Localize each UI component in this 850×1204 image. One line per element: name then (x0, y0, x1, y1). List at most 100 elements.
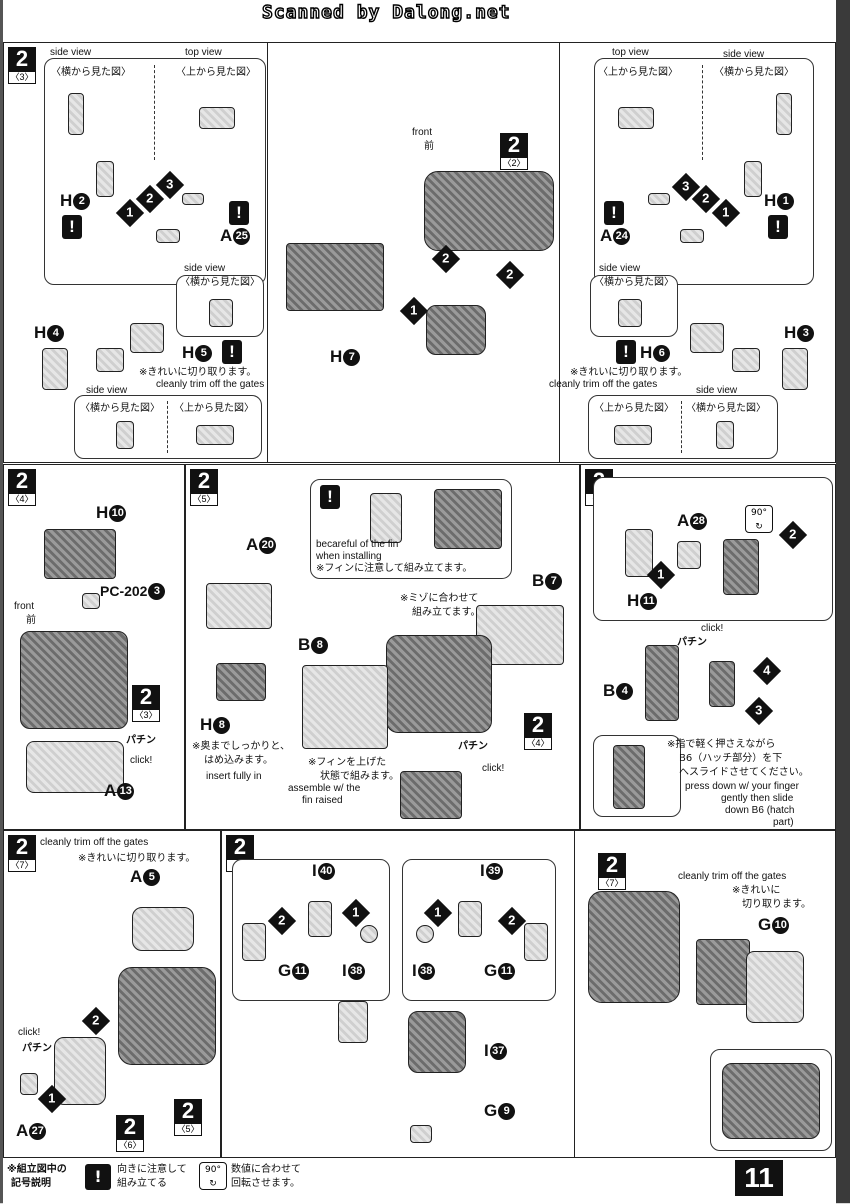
part-hatch-assembly (723, 539, 759, 595)
panel-step-2-6: 2〈6〉 A28 1 H11 90°↻ 2 click! パチン B4 4 3 … (580, 464, 836, 830)
part-h11 (625, 529, 653, 577)
part-arm-left (338, 1001, 368, 1043)
part-a27 (20, 1073, 38, 1095)
legend-title-2: 記号説明 (11, 1178, 51, 1189)
part-i38-b (416, 925, 434, 943)
order-4: 4 (752, 656, 782, 686)
part-h3 (782, 348, 808, 390)
insert-note-jp-2: はめ込みます。 (204, 755, 273, 766)
part-h1 (744, 161, 762, 197)
part-h5-frame (130, 323, 164, 353)
front-label-jp: 前 (26, 615, 36, 626)
snap-sound: パチン (458, 741, 488, 752)
part-core-fin (434, 489, 502, 549)
caution-icon: ! (229, 201, 249, 225)
top-view-label-jp: 〈上から見た図〉 (594, 403, 674, 414)
snap-sound: パチン (22, 1043, 52, 1054)
part-body-core (20, 631, 128, 729)
callout-divider (681, 401, 682, 453)
part-h5-inner (96, 348, 124, 372)
caution-icon: ! (604, 201, 624, 225)
fin-note-en-1: becareful of the fin (316, 539, 399, 550)
press-note-en-3: down B6 (hatch (725, 805, 795, 816)
part-a27-plate (54, 1037, 106, 1105)
part-i38 (360, 925, 378, 943)
caution-icon: ! (222, 340, 242, 364)
legend-rotate-2: 回転させます。 (231, 1178, 300, 1189)
callout-divider (154, 65, 155, 160)
press-note-jp-3: へスライドさせてください。 (679, 767, 809, 778)
fin-note-jp: ※フィンに注意して組み立てます。 (316, 563, 473, 574)
legend-rotate-1: 数値に合わせて (231, 1164, 301, 1175)
part-sideview-detail (68, 93, 84, 135)
part-a20 (206, 583, 272, 629)
part-core-assembly (386, 635, 492, 733)
part-pc202 (82, 593, 100, 609)
trim-note-en: cleanly trim off the gates (40, 837, 149, 848)
caution-icon: ! (62, 215, 82, 239)
front-label-jp: 前 (424, 141, 434, 152)
step-ref-2-6: 2〈6〉 (116, 1115, 144, 1152)
legend-title-1: ※組立図中の (7, 1164, 67, 1175)
raised-note-jp-1: ※フィンを上げた (308, 757, 387, 768)
part-a28 (677, 541, 701, 569)
part-i40 (308, 901, 332, 937)
rotate-icon: 90°↻ (745, 505, 773, 533)
top-view-label-jp: 〈上から見た図〉 (176, 67, 256, 78)
fin-note-en-2: when installing (316, 551, 382, 562)
legend-caution-2: 組み立てる (117, 1178, 167, 1189)
insert-note-jp-1: ※奥までしっかりと、 (192, 741, 290, 752)
rotate-icon: 90°↻ (199, 1162, 227, 1190)
part-body-assembly (118, 967, 216, 1065)
part-body-upper (424, 171, 554, 251)
trim-note-en: cleanly trim off the gates (156, 379, 265, 390)
panel-divider (559, 43, 560, 462)
callout-divider (167, 401, 168, 453)
side-view-label-en: side view (696, 385, 738, 396)
trim-note-jp: ※きれいに切り取ります。 (139, 367, 257, 378)
part-a5 (132, 907, 194, 951)
insert-note-en: insert fully in (206, 771, 262, 782)
part-topview-detail (618, 107, 654, 129)
part-view-detail (116, 421, 134, 449)
press-note-jp-2: B6（ハッチ部分）を下 (679, 753, 783, 764)
trim-note-en: cleanly trim off the gates (549, 379, 658, 390)
legend-caution-1: 向きに注意して (117, 1164, 187, 1175)
part-a25-a (182, 193, 204, 205)
part-h8 (216, 663, 266, 701)
part-backpack (696, 939, 750, 1005)
step-ref-2-3: 2〈3〉 (132, 685, 160, 722)
top-view-label-jp: 〈上から見た図〉 (174, 403, 254, 414)
scan-credit: Scanned by Dalong.net (261, 1, 511, 23)
step-badge-2-4: 2〈4〉 (8, 469, 36, 506)
step-ref-2-7: 2〈7〉 (598, 853, 626, 890)
part-h6-side (618, 299, 642, 327)
side-view-label-en: side view (86, 385, 128, 396)
part-b8 (302, 665, 388, 749)
press-note-jp-1: ※指で軽く押さえながら (667, 739, 776, 750)
side-view-label-jp: 〈横から見た図〉 (594, 277, 674, 288)
part-view-detail (716, 421, 734, 449)
order-3: 3 (744, 696, 774, 726)
side-view-label-jp: 〈横から見た図〉 (51, 67, 131, 78)
